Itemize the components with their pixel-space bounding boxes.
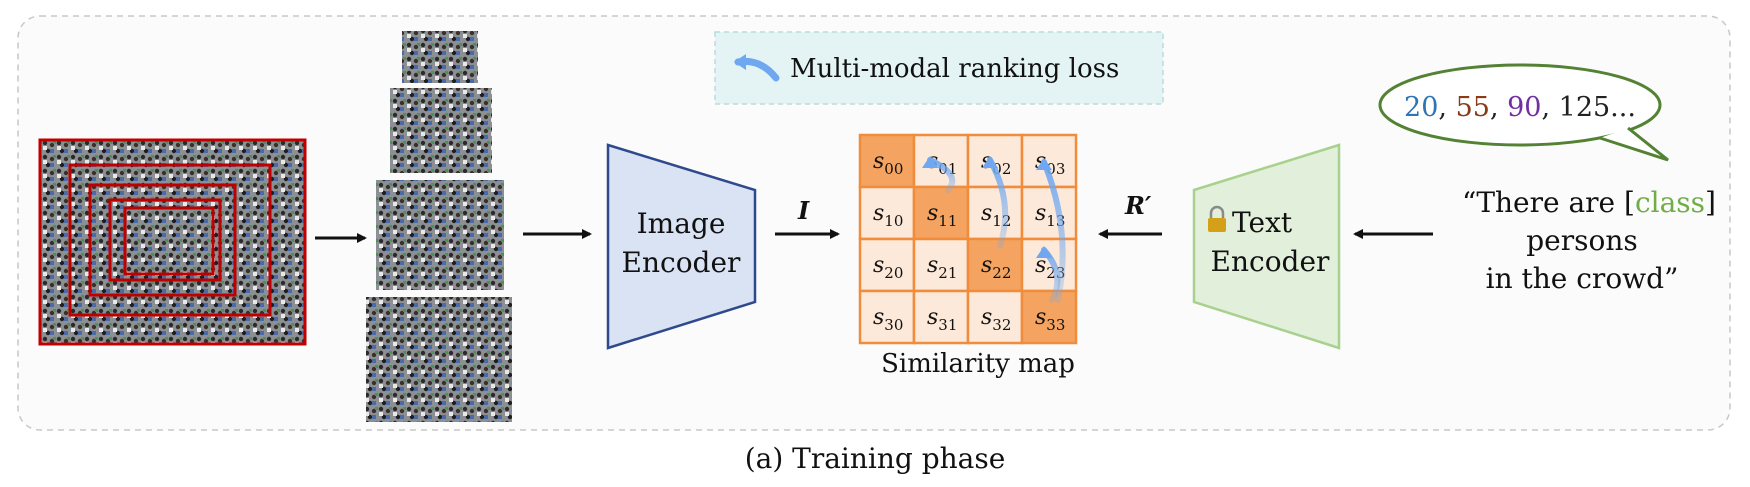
similarity-cell-label-30: s30 [873, 305, 903, 334]
svg-text:“There are [class]: “There are [class] [1462, 186, 1716, 219]
rank-arrow-11 [927, 157, 956, 193]
legend-label: Multi-modal ranking loss [790, 54, 1119, 84]
image-encoder-label-2: Encoder [622, 246, 742, 279]
similarity-map: s00s01s02s03s10s11s12s13s20s21s22s23s30s… [858, 133, 1078, 345]
prompt-line2: persons [1526, 224, 1638, 257]
figure-caption: (a) Training phase [745, 442, 1006, 475]
similarity-cell-label-10: s10 [873, 201, 903, 230]
similarity-cell-label-11: s11 [927, 201, 957, 230]
similarity-cell-label-21: s21 [927, 253, 957, 282]
similarity-cell-00 [858, 133, 916, 189]
crop-patch-3 [376, 180, 504, 290]
text-encoder: Text Encoder [1192, 143, 1341, 350]
prompt-line1-pre: “There are [ [1462, 186, 1635, 219]
cropped-patches [366, 31, 512, 422]
crowd-image [38, 138, 307, 346]
similarity-cell-label-00: s00 [873, 149, 903, 178]
crop-patch-4 [366, 297, 512, 422]
similarity-cell-label-33: s33 [1035, 305, 1065, 334]
similarity-cell-31 [912, 289, 970, 345]
image-encoder-label-1: Image [637, 207, 726, 240]
similarity-cell-label-32: s32 [981, 305, 1011, 334]
count-speech-bubble: 20, 55, 90, 125... [1378, 63, 1669, 162]
text-prompt: “There are [class] persons in the crowd” [1462, 186, 1716, 295]
rank-arrow-11-head [922, 156, 938, 168]
rank-arrow-33-far-head [1036, 158, 1052, 170]
rank-arrow-22-head [982, 156, 998, 168]
count-value-3: 90 [1507, 92, 1541, 123]
similarity-map-caption: Similarity map [881, 349, 1075, 379]
count-value-1: 20 [1404, 92, 1438, 123]
crop-patch-2 [390, 88, 492, 173]
similarity-cell-02 [966, 133, 1024, 189]
rank-arrow-33-far [1041, 159, 1066, 303]
lock-icon [1208, 205, 1226, 232]
similarity-cell-label-31: s31 [927, 305, 957, 334]
ranking-arrows [922, 156, 1066, 303]
ranking-loss-legend: Multi-modal ranking loss [714, 31, 1164, 105]
similarity-cell-01 [912, 133, 970, 189]
similarity-cell-30 [858, 289, 916, 345]
similarity-cell-label-22: s22 [981, 253, 1011, 282]
count-value-4: 125... [1559, 92, 1636, 123]
text-feature-label: R′ [1124, 191, 1152, 220]
count-values: 20, 55, 90, 125... [1404, 92, 1636, 123]
text-encoder-label-2: Encoder [1211, 245, 1331, 278]
class-word: class [1635, 186, 1705, 219]
similarity-cell-33 [1020, 289, 1078, 345]
rank-arrow-22 [987, 157, 1009, 249]
similarity-cell-11 [912, 185, 970, 241]
text-encoder-label-1: Text [1232, 206, 1293, 239]
similarity-cell-label-20: s20 [873, 253, 903, 282]
image-encoder: Image Encoder [606, 143, 757, 350]
rank-arrow-33-near-head [1036, 246, 1052, 258]
similarity-cell-10 [858, 185, 916, 241]
prompt-line3: in the crowd” [1486, 262, 1679, 295]
image-feature-label: I [797, 196, 810, 225]
count-value-2: 55 [1456, 92, 1490, 123]
prompt-line1-post: ] [1705, 186, 1716, 219]
crop-patch-1 [402, 31, 478, 83]
similarity-cell-32 [966, 289, 1024, 345]
